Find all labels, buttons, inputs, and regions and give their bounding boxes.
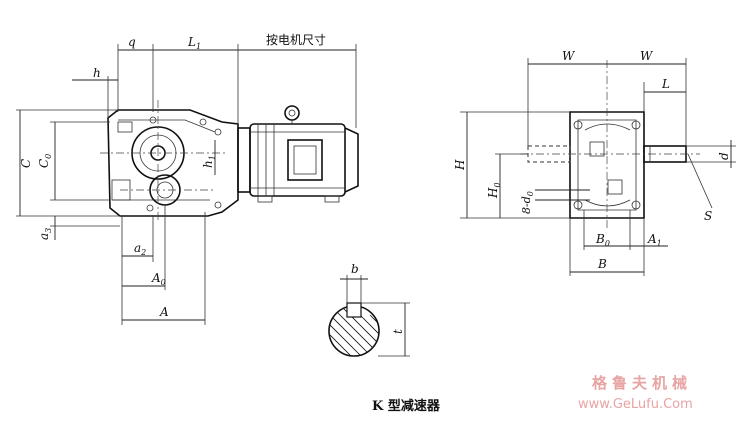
dim-B0: B0 [595, 232, 610, 248]
motor-adapter [237, 127, 251, 193]
terminal-box [287, 139, 323, 181]
dim-h: h [93, 66, 101, 80]
motor-body [249, 123, 346, 197]
dim-t: t [391, 329, 405, 334]
dim-L1: L1 [187, 35, 201, 51]
dim-H: H [453, 159, 467, 171]
dim-b: b [351, 262, 359, 276]
dim-a2: a2 [134, 241, 146, 257]
dim-L: L [661, 77, 670, 91]
dim-bolt-holes: 8-d0 [520, 191, 535, 214]
front-view: q L1 按电机尺寸 h C C0 a3 h1 a2 A0 A [16, 33, 359, 325]
dim-S: S [704, 209, 712, 223]
dim-h1: h1 [201, 155, 217, 168]
lifting-eye [284, 105, 300, 121]
dim-q: q [128, 35, 136, 49]
watermark-url: www.GeLufu.Com [578, 397, 693, 412]
dim-W-left: W [562, 49, 576, 63]
side-view: W W L d H H0 8-d0 S B0 A1 B [453, 49, 736, 276]
dim-W-right: W [640, 49, 654, 63]
shaft-section: b t [328, 262, 410, 357]
dim-C: C [19, 159, 33, 168]
dim-A0: A0 [151, 271, 166, 287]
dim-B: B [597, 257, 607, 271]
dim-motor-size: 按电机尺寸 [266, 33, 326, 47]
watermark-title: 格鲁夫机械 [592, 374, 692, 392]
figure-caption: K 型减速器 [372, 398, 441, 414]
motor-end-cap [344, 127, 359, 193]
dim-C0: C0 [37, 154, 53, 168]
dim-a3: a3 [37, 228, 53, 240]
dim-A: A [159, 305, 169, 319]
dim-d: d [717, 152, 731, 160]
dim-A1: A1 [647, 232, 662, 248]
keyway [346, 302, 362, 318]
gearbox-housing [107, 109, 239, 217]
dim-H0: H0 [486, 182, 502, 199]
